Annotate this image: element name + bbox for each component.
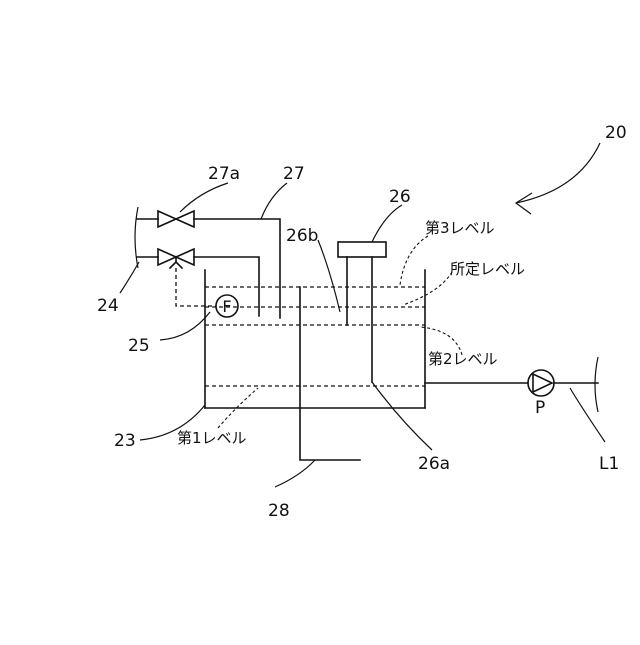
label-predetermined: 所定レベル <box>450 260 525 278</box>
label-23: 23 <box>114 431 136 451</box>
valve-lower <box>158 249 194 268</box>
leader-27 <box>261 183 287 219</box>
label-L1: L1 <box>599 454 619 474</box>
label-level2: 第2レベル <box>428 350 498 368</box>
label-26: 26 <box>389 187 411 207</box>
leader-level3 <box>400 236 428 285</box>
label-level3: 第3レベル <box>425 219 495 237</box>
drain-pipe <box>300 287 360 460</box>
leader-28 <box>275 460 315 487</box>
leader-24 <box>120 262 139 293</box>
arrow-20 <box>516 143 600 203</box>
label-25: 25 <box>128 336 150 356</box>
tank <box>205 270 425 408</box>
label-26a: 26a <box>418 454 450 474</box>
label-27: 27 <box>283 164 305 184</box>
level-sensor <box>338 242 386 382</box>
label-24: 24 <box>97 296 119 316</box>
leader-L1 <box>570 388 605 442</box>
leader-25 <box>160 312 210 340</box>
label-pump: P <box>535 398 545 418</box>
label-20: 20 <box>605 123 627 143</box>
leader-27a <box>180 183 228 212</box>
float-sensor: F <box>176 268 238 317</box>
valve-upper <box>158 211 194 227</box>
supply-line <box>135 207 158 268</box>
label-28: 28 <box>268 501 290 521</box>
float-letter: F <box>222 297 231 316</box>
leader-predetermined <box>403 272 452 305</box>
leader-26b <box>318 240 340 312</box>
leader-26 <box>372 205 402 242</box>
label-level1: 第1レベル <box>177 429 247 447</box>
label-27a: 27a <box>208 164 240 184</box>
leader-26a <box>372 382 432 450</box>
label-26b: 26b <box>286 226 318 246</box>
arrow-20-head <box>516 193 532 214</box>
